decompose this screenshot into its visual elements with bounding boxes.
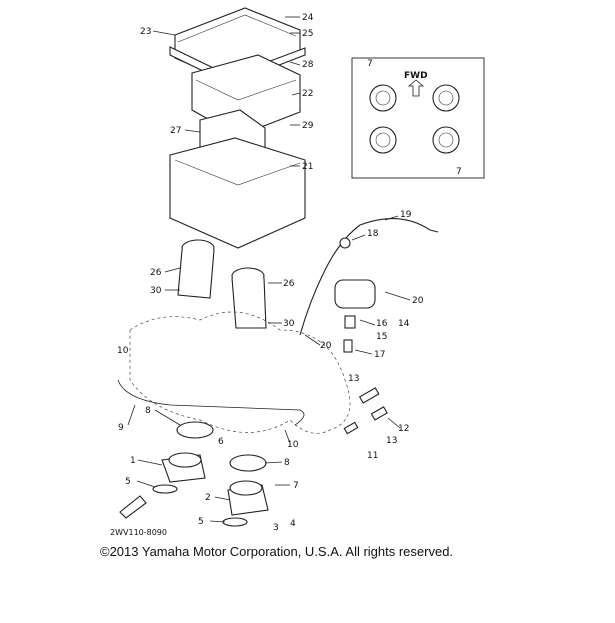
callout-30: 30 <box>150 286 162 296</box>
callout-22: 22 <box>302 89 313 99</box>
callout-8: 8 <box>145 406 151 416</box>
callout-28: 28 <box>302 60 314 70</box>
callout-23: 23 <box>140 27 151 37</box>
fittings-right[interactable] <box>343 387 388 435</box>
manifold-1[interactable] <box>161 452 206 483</box>
inset-title: FWD <box>404 71 428 81</box>
callout-5: 5 <box>125 477 131 487</box>
clamp-8-upper[interactable] <box>176 421 214 439</box>
callout-15: 15 <box>376 332 387 342</box>
callout-4: 4 <box>290 519 296 529</box>
callout-14: 14 <box>398 319 410 329</box>
fwd-arrow-icon <box>407 79 425 97</box>
callout-5-lower: 5 <box>198 517 204 527</box>
hose-9[interactable] <box>117 379 305 426</box>
copyright-notice: ©2013 Yamaha Motor Corporation, U.S.A. A… <box>100 544 454 559</box>
engine-outline <box>129 311 351 434</box>
fwd-inset-box <box>351 57 485 179</box>
callout-16: 16 <box>376 319 388 329</box>
leader-lines <box>127 16 411 523</box>
callout-19: 19 <box>400 210 412 220</box>
callout-10: 10 <box>117 346 129 356</box>
callout-13-lower: 13 <box>386 436 397 446</box>
inset-joints <box>369 84 460 154</box>
callout-25: 25 <box>302 29 313 39</box>
callout-18: 18 <box>367 229 379 239</box>
callout-labels: 23 24 25 28 22 29 27 21 7 7 19 18 26 30 … <box>117 13 462 533</box>
clamp-8-lower[interactable] <box>229 454 267 472</box>
callout-8-lower: 8 <box>284 458 290 468</box>
valve-assembly[interactable] <box>334 237 376 353</box>
callout-17: 17 <box>374 350 385 360</box>
callout-26: 26 <box>150 268 162 278</box>
manifold-2[interactable] <box>227 480 269 516</box>
callout-26-right: 26 <box>283 279 295 289</box>
callout-24: 24 <box>302 13 314 23</box>
callout-29: 29 <box>302 121 314 131</box>
callout-11: 11 <box>367 451 378 461</box>
callout-20: 20 <box>412 296 424 306</box>
carburetor-joint-right[interactable] <box>231 267 267 329</box>
callout-21: 21 <box>302 162 313 172</box>
diagram-code: 2WV110-8090 <box>110 528 167 537</box>
callout-7: 7 <box>293 481 299 491</box>
callout-20-lower: 20 <box>320 341 332 351</box>
callout-10-lower: 10 <box>287 440 299 450</box>
o-ring-5-upper[interactable] <box>152 484 178 494</box>
callout-13: 13 <box>348 374 359 384</box>
callout-3: 3 <box>273 523 279 533</box>
callout-6: 6 <box>218 437 224 447</box>
callout-7-inset-2: 7 <box>456 167 462 177</box>
callout-30-right: 30 <box>283 319 295 329</box>
air-filter-case[interactable] <box>169 109 306 249</box>
o-ring-5-lower[interactable] <box>222 517 248 527</box>
fwd-mark-icon <box>119 495 147 519</box>
carburetor-joint-left[interactable] <box>177 239 215 299</box>
callout-9: 9 <box>118 423 124 433</box>
callout-27: 27 <box>170 126 181 136</box>
callout-12: 12 <box>398 424 409 434</box>
callout-7-inset: 7 <box>367 59 373 69</box>
callout-2: 2 <box>205 493 211 503</box>
callout-1: 1 <box>130 456 136 466</box>
